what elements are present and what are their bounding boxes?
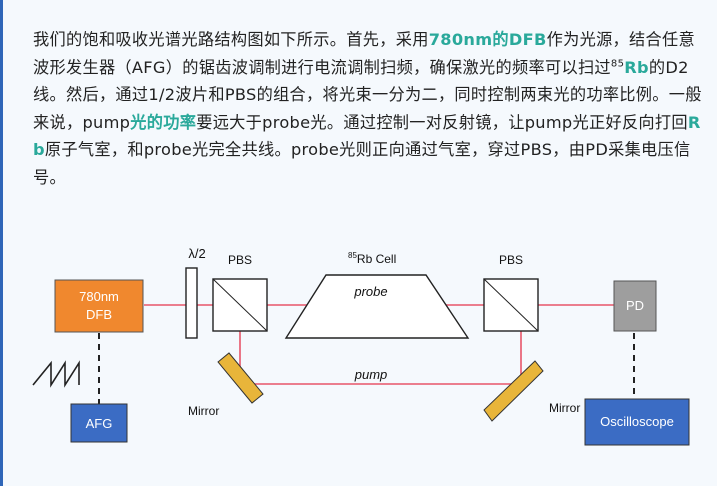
- pbs-left-label: PBS: [228, 253, 252, 267]
- mirror-right-label: Mirror: [549, 401, 580, 415]
- highlight-dfb: 780nm的DFB: [428, 30, 547, 49]
- text-segment: 原子气室，和probe光完全共线。probe光则正向通过气室，穿过PBS，由PD…: [33, 140, 691, 187]
- highlight-power: 光的功率: [130, 112, 197, 132]
- text-segment: 要远大于probe光。通过控制一对反射镜，让pump光正好反向打回: [196, 112, 688, 132]
- half-wave-label: λ/2: [188, 246, 205, 261]
- isotope-superscript: 85: [610, 58, 625, 70]
- dfb-laser-box: [54, 279, 144, 333]
- mirror-left: [217, 352, 264, 404]
- description-paragraph: 我们的饱和吸收光谱光路结构图如下所示。首先，采用780nm的DFB作为光源，结合…: [33, 26, 708, 191]
- text-segment: 我们的饱和吸收光谱光路结构图如下所示。首先，采用: [33, 30, 429, 49]
- afg-label: AFG: [86, 416, 113, 431]
- pbs-right-label: PBS: [499, 253, 523, 267]
- optical-setup-diagram: 780nm DFB AFG λ/2 PBS 85Rb Cell probe PB…: [32, 246, 690, 446]
- rb-cell-title: 85Rb Cell: [348, 251, 396, 266]
- pd-label: PD: [626, 298, 644, 313]
- rb-cell-superscript: 85: [348, 251, 357, 260]
- sawtooth-icon: [32, 360, 80, 388]
- laser-label-1: 780nm: [79, 289, 119, 304]
- oscilloscope-box: [584, 398, 690, 446]
- photodetector-box: [613, 280, 657, 332]
- pump-label: pump: [354, 367, 388, 382]
- text-segment: 的D2线。然后，通过1/2波片和PBS的组合，将光束一分为二，同时控制两束光的功…: [33, 57, 702, 132]
- laser-label-2: DFB: [86, 307, 112, 322]
- pbs-right-diagonal: [483, 278, 539, 332]
- afg-box: [70, 403, 128, 443]
- text-segment: 作为光源，结合任意波形发生器（AFG）的锯齿波调制进行电流调制扫频，确保激光的频…: [33, 30, 695, 77]
- pbs-left-diagonal: [212, 278, 268, 332]
- half-wave-plate: [185, 267, 198, 339]
- mirror-right: [483, 360, 544, 422]
- probe-label: probe: [353, 284, 387, 299]
- pump-beam: [239, 305, 522, 385]
- rb-cell: [284, 274, 470, 339]
- rb-cell-label: Rb Cell: [357, 252, 396, 266]
- highlight-rb: Rb: [624, 57, 649, 77]
- oscilloscope-label: Oscilloscope: [600, 414, 674, 429]
- highlight-rb-2: Rb: [33, 112, 701, 160]
- mirror-left-label: Mirror: [188, 404, 219, 418]
